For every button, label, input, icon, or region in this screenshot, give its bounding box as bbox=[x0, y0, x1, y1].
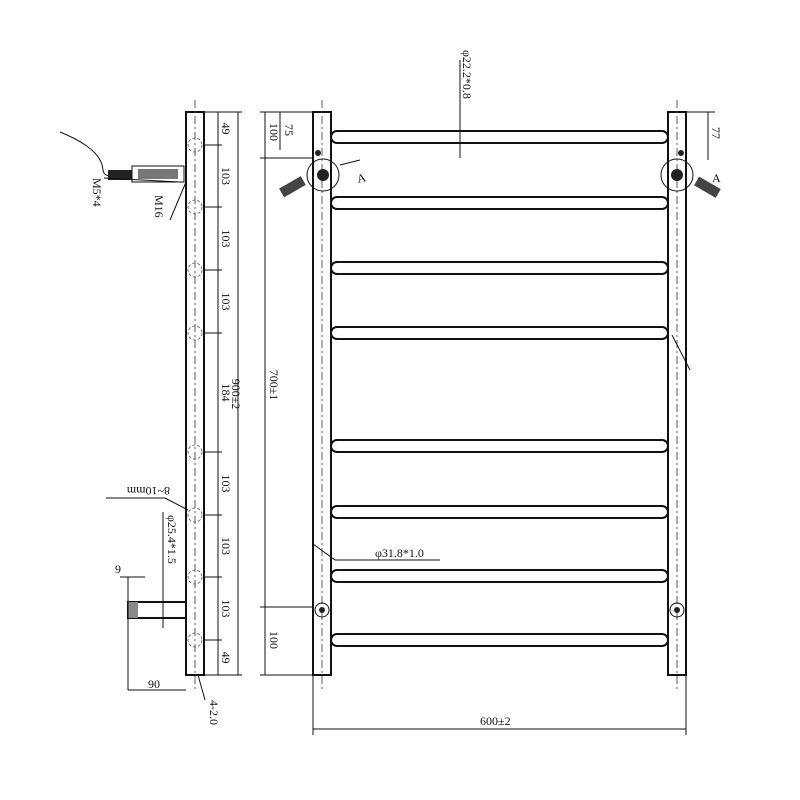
mounting-hole bbox=[187, 632, 203, 648]
overall-height-label: 900±2 bbox=[229, 379, 243, 410]
detail-label-right: A bbox=[712, 171, 721, 185]
hole-spec-label: 8~10mm bbox=[126, 484, 170, 498]
pitch-label: 103 bbox=[219, 230, 233, 248]
rail-spec-label: φ22.2*0.8 bbox=[460, 50, 474, 99]
towel-rail bbox=[330, 196, 669, 210]
mounting-hole bbox=[187, 569, 203, 585]
towel-rail bbox=[330, 130, 669, 144]
pitch-label: 103 bbox=[219, 537, 233, 555]
towel-rail bbox=[330, 261, 669, 275]
side-view: 49 103 103 103 184 103 103 103 49 900±2 M5*4 M16… bbox=[59, 100, 243, 725]
detail-label-left: A bbox=[355, 170, 367, 186]
mounting-hole bbox=[187, 262, 203, 278]
top-inner-offset-label: 75 bbox=[282, 124, 296, 136]
hole-count-label: 4-2.0 bbox=[207, 700, 221, 725]
bottom-offset-label: 100 bbox=[267, 631, 281, 649]
tube-spec-label: φ25.4*1.5 bbox=[165, 515, 179, 564]
right-offset-label: 77 bbox=[709, 127, 723, 139]
bleed-left bbox=[314, 602, 330, 618]
width-label: 600±2 bbox=[480, 714, 511, 728]
pitch-label: 103 bbox=[219, 600, 233, 618]
pitch-label: 103 bbox=[219, 293, 233, 311]
top-offset-label: 100 bbox=[267, 123, 281, 141]
towel-rail bbox=[330, 326, 669, 340]
cable bbox=[59, 131, 111, 177]
stub-length-label: 90 bbox=[148, 677, 160, 691]
mounting-hole bbox=[187, 137, 203, 153]
pitch-label: 103 bbox=[219, 475, 233, 493]
towel-rail bbox=[330, 505, 669, 519]
valve-left bbox=[279, 150, 340, 198]
heater-cap bbox=[108, 170, 132, 180]
center-height-label: 700±1 bbox=[267, 370, 281, 401]
pitch-label: 103 bbox=[219, 167, 233, 185]
bleed-right bbox=[669, 602, 685, 618]
mounting-hole bbox=[187, 507, 203, 523]
front-view: A A φ22.2*0.8 100 75 700±1 100 77 φ31.8*… bbox=[260, 50, 723, 735]
mounting-hole bbox=[187, 444, 203, 460]
towel-rail bbox=[330, 569, 669, 583]
heater-thread-label: M16 bbox=[152, 195, 166, 218]
towel-rail bbox=[330, 439, 669, 453]
mounting-hole bbox=[187, 325, 203, 341]
sensor-thread-label: M5*4 bbox=[90, 178, 104, 207]
pitch-label: 49 bbox=[219, 652, 233, 664]
mounting-hole bbox=[187, 199, 203, 215]
pitch-label: 49 bbox=[219, 123, 233, 135]
valve-right bbox=[660, 150, 721, 198]
stub-depth-label: 9 bbox=[115, 562, 121, 576]
pitch-label: 184 bbox=[219, 384, 233, 402]
upright-spec-label: φ31.8*1.0 bbox=[375, 546, 424, 560]
towel-rail bbox=[330, 633, 669, 647]
